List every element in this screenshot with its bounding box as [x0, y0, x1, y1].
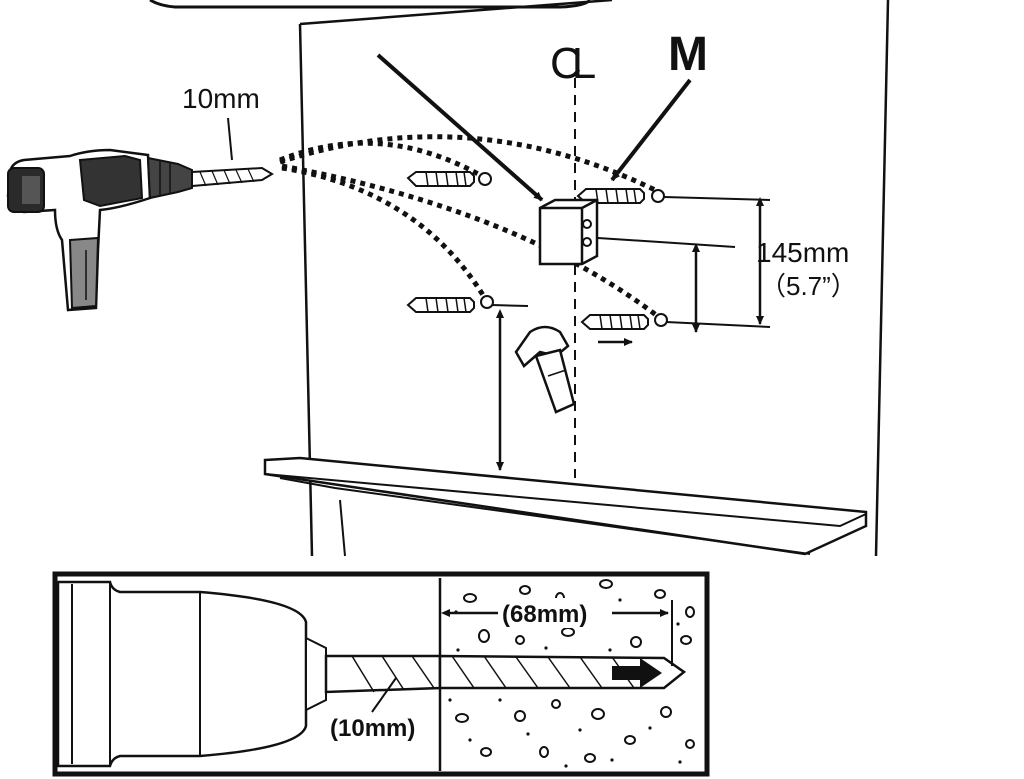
anchor-plug-bottom-right [580, 313, 668, 330]
trajectory-top-left [279, 140, 482, 178]
hole-spacing-mm-label: 145mm [756, 237, 849, 268]
trajectory-top-right [279, 134, 657, 193]
trajectory-bottom-right [281, 163, 662, 320]
drill-bit-size-leader [227, 117, 233, 161]
drill-bit-size-label: 10mm [182, 83, 260, 114]
drill-hole-trajectories [279, 134, 662, 320]
hole-spacing-inch-label: （5.7”） [760, 271, 857, 301]
bracket-pointer-arrow [376, 53, 544, 202]
mount-label: M [668, 28, 708, 81]
drill-chuck [56, 580, 308, 768]
anchor-plug-bottom-left [406, 295, 494, 313]
mounting-bracket [538, 198, 599, 266]
drill-bit [191, 166, 274, 188]
shelf [263, 456, 868, 556]
drill-depth-label: (68mm) [502, 601, 587, 628]
mount-label-arrow [610, 78, 692, 182]
hole-spacing-dimension [597, 196, 771, 333]
centerline-symbol: CL [550, 39, 596, 88]
power-drill [6, 148, 193, 312]
anchor-plug-top-right [576, 188, 665, 204]
bit-diameter-label: (10mm) [330, 715, 415, 742]
inset-drill-bit [324, 654, 442, 694]
hammer [514, 325, 576, 414]
anchor-plug-top-left [406, 171, 492, 187]
drilling-depth-inset: (68mm) (10mm) [52, 571, 710, 777]
inset-drill-direction-arrow [612, 658, 662, 688]
